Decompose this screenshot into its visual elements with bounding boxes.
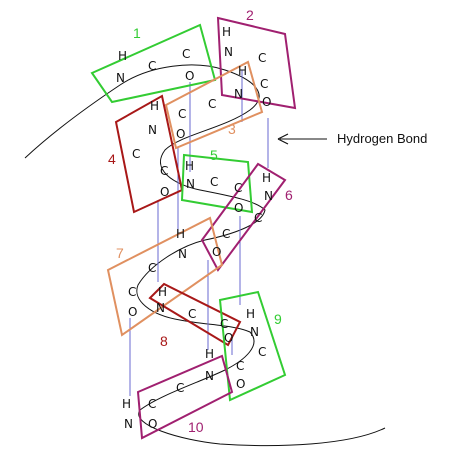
atom-c: C	[258, 345, 266, 359]
atom-c: C	[176, 381, 184, 395]
atom-n: N	[186, 177, 195, 191]
atom-n: N	[116, 71, 125, 85]
atom-c: C	[178, 107, 186, 121]
atom-c: C	[148, 59, 156, 73]
atom-h: H	[122, 397, 131, 411]
atom-c: C	[188, 307, 196, 321]
atom-c: C	[236, 359, 244, 373]
unit-box-4	[114, 94, 184, 214]
atom-n: N	[178, 247, 187, 261]
atom-h: H	[262, 171, 271, 185]
atom-n: N	[205, 369, 214, 383]
atom-n: N	[156, 301, 165, 315]
unit-number-10: 10	[188, 419, 204, 435]
unit-number-9: 9	[274, 311, 282, 327]
unit-box-7	[106, 216, 224, 337]
atom-o: O	[160, 185, 169, 199]
atom-h: H	[205, 347, 214, 361]
unit-numbers: 1 2 3 4 5 6 7 8 9 10	[108, 7, 293, 435]
atom-o: O	[236, 377, 245, 391]
atom-c: C	[148, 261, 156, 275]
atom-n: N	[234, 87, 243, 101]
atom-o: O	[128, 305, 137, 319]
unit-number-1: 1	[133, 25, 141, 41]
unit-number-5: 5	[210, 147, 218, 163]
atom-c: C	[160, 164, 168, 178]
unit-box-5	[180, 153, 254, 214]
atom-h: H	[185, 159, 194, 173]
atoms: H N C C O H N C C O H N C C O H N C C O …	[116, 25, 273, 431]
atom-n: N	[124, 417, 133, 431]
atom-c: C	[222, 227, 230, 241]
atom-c: C	[208, 97, 216, 111]
atom-o: O	[262, 95, 271, 109]
atom-n: N	[264, 189, 273, 203]
atom-c: C	[254, 211, 262, 225]
unit-number-6: 6	[285, 187, 293, 203]
atom-c: C	[182, 47, 190, 61]
atom-o: O	[234, 201, 243, 215]
atom-c: C	[128, 285, 136, 299]
atom-n: N	[250, 325, 259, 339]
atom-n: N	[224, 45, 233, 59]
unit-number-7: 7	[116, 245, 124, 261]
unit-boxes	[90, 16, 297, 440]
atom-o: O	[185, 69, 194, 83]
atom-c: C	[148, 397, 156, 411]
unit-number-2: 2	[246, 7, 254, 23]
atom-c: C	[258, 51, 266, 65]
atom-h: H	[150, 99, 159, 113]
unit-box-8	[148, 282, 242, 347]
hydrogen-bond-label: Hydrogen Bond	[337, 131, 427, 146]
atom-h: H	[222, 25, 231, 39]
atom-o: O	[212, 245, 221, 259]
unit-number-3: 3	[228, 121, 236, 137]
unit-number-8: 8	[160, 333, 168, 349]
backbone-chain	[24, 64, 386, 447]
unit-number-4: 4	[108, 151, 116, 167]
atom-h: H	[176, 227, 185, 241]
atom-c: C	[210, 175, 218, 189]
atom-o: O	[176, 127, 185, 141]
atom-c: C	[132, 147, 140, 161]
unit-box-9	[218, 290, 287, 402]
atom-h: H	[118, 49, 127, 63]
atom-o: O	[224, 331, 233, 345]
hydrogen-bond-annotation: Hydrogen Bond	[277, 131, 427, 146]
atom-h: H	[238, 64, 247, 78]
unit-box-2	[216, 16, 297, 110]
unit-box-3	[164, 60, 264, 150]
atom-n: N	[148, 123, 157, 137]
atom-c: C	[220, 317, 228, 331]
atom-o: O	[148, 417, 157, 431]
unit-box-10	[136, 354, 234, 440]
unit-box-6	[200, 162, 287, 272]
arrow-left-icon	[277, 133, 289, 145]
atom-h: H	[246, 307, 255, 321]
atom-h: H	[158, 285, 167, 299]
atom-c: C	[260, 77, 268, 91]
atom-c: C	[234, 181, 242, 195]
